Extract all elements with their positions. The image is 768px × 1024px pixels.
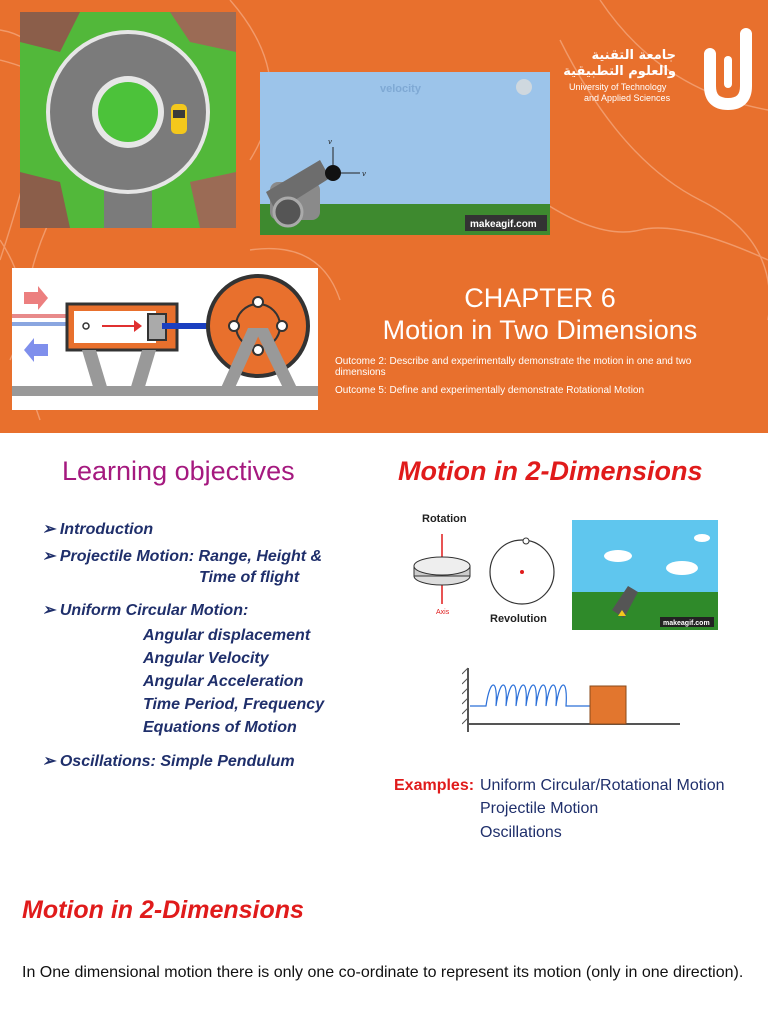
objective-subitem: Angular displacement bbox=[143, 627, 311, 644]
outcome-5: Outcome 5: Define and experimentally dem… bbox=[335, 385, 645, 396]
examples-label: Examples: bbox=[394, 777, 475, 794]
example-item: Oscillations bbox=[480, 824, 562, 841]
objective-item: ➢ Introduction bbox=[42, 521, 154, 538]
objective-subitem: Angular Velocity bbox=[143, 650, 269, 667]
motion-2d-title: Motion in 2-Dimensions bbox=[398, 456, 703, 486]
rotation-revolution-image: Rotation Axis Revolution bbox=[413, 513, 555, 625]
objective-label: Oscillations: Simple Pendulum bbox=[59, 753, 295, 770]
svg-text:v: v bbox=[362, 170, 366, 178]
objective-subitem: Time Period, Frequency bbox=[143, 696, 325, 713]
header-banner: velocity v v makeagif.com bbox=[0, 0, 768, 433]
example-item: Projectile Motion bbox=[480, 800, 599, 817]
objective-item: ➢ Oscillations: Simple Pendulum bbox=[42, 753, 295, 770]
piston-wheel-image bbox=[12, 268, 318, 410]
example-item: Uniform Circular/Rotational Motion bbox=[480, 777, 725, 794]
objective-item: ➢ Projectile Motion: Range, Height & bbox=[42, 548, 323, 565]
cannon-animation-image: makeagif.com bbox=[572, 520, 718, 630]
objective-label: Projectile Motion: Range, Height & bbox=[59, 548, 323, 565]
projectile-cannon-image: velocity v v makeagif.com bbox=[260, 72, 550, 235]
university-logo-mark bbox=[704, 28, 752, 111]
makeagif-watermark: makeagif.com bbox=[470, 219, 537, 230]
objective-label: Introduction bbox=[59, 521, 154, 538]
axis-label: Axis bbox=[436, 609, 450, 616]
objective-subitem: Angular Acceleration bbox=[143, 673, 304, 690]
logo-arabic-line2: والعلوم التطبيقية bbox=[563, 64, 676, 79]
rotation-label: Rotation bbox=[422, 513, 467, 525]
objective-subitem: Equations of Motion bbox=[143, 719, 297, 736]
objective-item: ➢ Uniform Circular Motion: bbox=[42, 602, 249, 619]
svg-text:v: v bbox=[328, 138, 332, 146]
objective-label: Uniform Circular Motion: bbox=[59, 602, 249, 619]
outcome-2: Outcome 2: Describe and experimentally d… bbox=[335, 356, 692, 378]
learning-objectives-title: Learning objectives bbox=[62, 456, 295, 486]
logo-arabic-line1: جامعة التقنية bbox=[591, 48, 676, 63]
objective-continuation: Time of flight bbox=[199, 569, 300, 586]
revolution-label: Revolution bbox=[490, 613, 547, 625]
section-title: Motion in 2-Dimensions bbox=[22, 896, 304, 924]
body-paragraph: In One dimensional motion there is only … bbox=[22, 964, 744, 981]
velocity-caption: velocity bbox=[380, 83, 422, 95]
chapter-title: CHAPTER 6 bbox=[464, 283, 616, 313]
chapter-subtitle: Motion in Two Dimensions bbox=[382, 315, 698, 345]
spring-mass-oscillation-image bbox=[462, 667, 680, 732]
makeagif-watermark-2: makeagif.com bbox=[663, 620, 710, 627]
logo-english-line1: University of Technology bbox=[569, 82, 667, 92]
roundabout-car-image bbox=[20, 12, 236, 228]
logo-english-line2: and Applied Sciences bbox=[584, 93, 671, 103]
